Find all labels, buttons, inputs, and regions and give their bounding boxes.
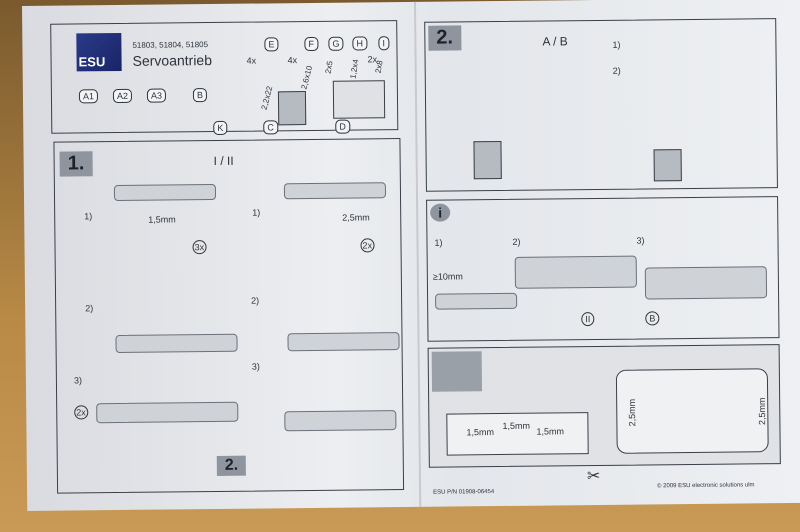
- shelf-drawing: [287, 332, 400, 352]
- fold-line: [413, 1, 422, 507]
- step-2-variants: A / B: [542, 34, 568, 49]
- servo-drawing: [653, 149, 682, 182]
- mount-d-drawing: [332, 80, 386, 119]
- part-i-label: I: [378, 36, 389, 51]
- drill-icon: [431, 351, 483, 392]
- part-h-label: H: [352, 36, 367, 51]
- hole-size-1: 1,5mm: [466, 427, 495, 438]
- info-sub-3: 3): [636, 235, 645, 246]
- part-numbers: 51803, 51804, 51805: [132, 40, 209, 50]
- info-icon: i: [430, 203, 451, 222]
- times-2b: 2x: [74, 405, 88, 420]
- shelf-drawing: [113, 183, 217, 202]
- times-2: 2x: [360, 238, 375, 253]
- qty-e: 4x: [246, 55, 257, 66]
- part-b-label: B: [192, 88, 208, 103]
- drill-depth: ≥10mm: [432, 271, 463, 282]
- times-3: 3x: [192, 240, 207, 255]
- part-a2-label: A2: [112, 88, 133, 104]
- info-sub-2: 2): [512, 236, 521, 247]
- part-k-label: K: [213, 120, 228, 136]
- copyright-footer: © 2009 ESU electronic solutions ulm: [657, 482, 755, 490]
- step-1-variants: I / II: [213, 153, 234, 169]
- shelf-drawing: [284, 410, 397, 432]
- part-d-label: D: [335, 119, 350, 134]
- hole-size-3: 1,5mm: [536, 426, 565, 437]
- esu-logo: ESU: [76, 32, 122, 72]
- part-g-label: G: [328, 36, 344, 51]
- variant-b-label: B: [645, 311, 660, 326]
- part-number-footer: ESU P/N 01908-06454: [433, 489, 495, 496]
- part-a3-label: A3: [146, 88, 167, 103]
- step-1-sub-3-ii: 3): [251, 361, 260, 372]
- shelf-drawing: [644, 266, 768, 300]
- hole-size-2: 1,5mm: [502, 420, 530, 431]
- side-size-1: 2,5mm: [626, 398, 638, 427]
- side-size-2: 2,5mm: [756, 397, 768, 426]
- shelf-drawing: [96, 401, 239, 424]
- part-c-label: C: [263, 120, 278, 135]
- step-2-sub-1: 1): [612, 39, 621, 50]
- shelf-drawing: [115, 333, 238, 354]
- step-2-badge: 2.: [428, 25, 462, 51]
- part-e-label: E: [264, 37, 279, 52]
- servo-c-drawing: [277, 91, 307, 126]
- variant-ii-label: II: [581, 312, 595, 327]
- drill-size-1: 1,5mm: [148, 214, 176, 225]
- info-sub-1: 1): [434, 237, 443, 248]
- logo-text: ESU: [78, 54, 106, 70]
- template-outline: [615, 368, 769, 454]
- shelf-drawing: [514, 255, 637, 289]
- step-1-sub-2: 2): [85, 303, 94, 314]
- servo-drawing: [473, 140, 502, 180]
- step-1-badge: 1.: [59, 151, 93, 177]
- instruction-sheet: ESU 51803, 51804, 51805 Servoantrieb A1 …: [22, 0, 800, 511]
- step-2-sub-2: 2): [612, 65, 621, 76]
- qty-f: 4x: [287, 55, 298, 66]
- step-1-sub-3: 3): [73, 375, 82, 386]
- shelf-drawing: [435, 292, 518, 310]
- scissors-icon: ✂: [586, 467, 601, 486]
- step-1-sub-1: 1): [84, 211, 93, 222]
- shelf-drawing: [283, 182, 387, 200]
- part-f-label: F: [304, 36, 318, 52]
- next-step-badge: 2.: [216, 455, 247, 476]
- part-a1-label: A1: [78, 89, 99, 104]
- product-title: Servoantrieb: [132, 52, 213, 69]
- step-1-sub-1-ii: 1): [252, 207, 261, 218]
- step-1-sub-2-ii: 2): [251, 295, 260, 306]
- drill-size-2: 2,5mm: [342, 212, 370, 223]
